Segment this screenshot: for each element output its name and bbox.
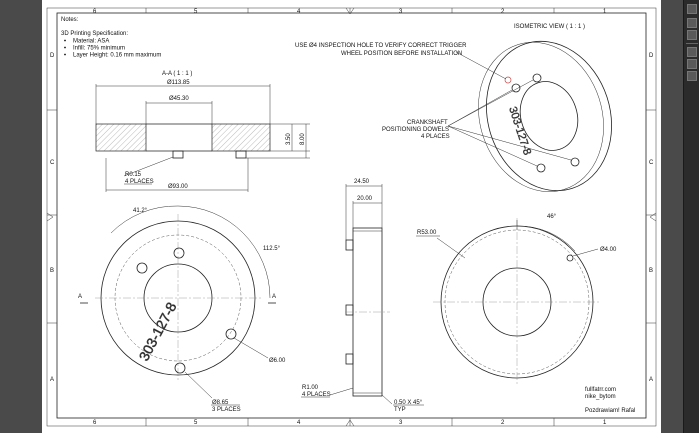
col-label: 3: [399, 9, 403, 15]
iso-title: ISOMETRIC VIEW ( 1 : 1 ): [514, 24, 585, 30]
dowel-line1: CRANKSHAFT: [407, 120, 448, 126]
dim-height-total: 8.00: [300, 133, 306, 145]
inner-border: [56, 12, 647, 419]
dowel-line2: POSITIONING DOWELS: [382, 127, 449, 133]
toolbar-button[interactable]: [687, 71, 697, 81]
fillet-label: R0.15: [125, 172, 142, 178]
dim-width-total: 24.50: [354, 179, 370, 185]
col-label: 4: [297, 420, 301, 426]
toolbar-separator: [686, 43, 698, 44]
section-title: A-A ( 1 : 1 ): [162, 71, 192, 77]
notes-block: Notes: 3D Printing Specification: Materi…: [61, 17, 161, 59]
spec-item: Infill: 75% minimum: [73, 46, 125, 52]
dim-width-body: 20.00: [357, 196, 373, 202]
notes-title: Notes:: [61, 17, 79, 23]
col-label: 1: [603, 420, 607, 426]
dowel-places: 3 PLACES: [212, 407, 241, 413]
spec-item: Material: ASA: [73, 39, 109, 45]
toolbar-button[interactable]: [687, 18, 697, 28]
col-label: 3: [399, 420, 403, 426]
right-toolbar: [683, 0, 699, 433]
toolbar-button[interactable]: [687, 4, 697, 14]
dim-pcd: Ø93.00: [168, 184, 188, 190]
side-fillet-label: R1.00: [302, 385, 319, 391]
rear-angle: 46°: [547, 214, 557, 220]
signature-line2: nike_bytom: [585, 394, 616, 400]
col-label: 5: [194, 420, 198, 426]
spec-item: Layer Height: 0.16 mm maximum: [73, 53, 161, 59]
row-label: D: [50, 53, 55, 59]
toolbar-button[interactable]: [687, 47, 697, 57]
iso-note-line2: WHEEL POSITION BEFORE INSTALLATION: [341, 51, 462, 57]
chamfer-label: 0.50 X 45°: [394, 400, 423, 406]
col-label: 1: [603, 9, 607, 15]
spec-title: 3D Printing Specification:: [61, 31, 128, 37]
col-label: 6: [93, 420, 97, 426]
center-mark-left: [46, 212, 54, 222]
side-view: 24.50 20.00 R1.00 4 PLACES 0.50 X 45° TY…: [301, 179, 424, 413]
section-mark-left: A: [78, 294, 82, 300]
iso-note-line1: USE Ø4 INSPECTION HOLE TO VERIFY CORRECT…: [295, 43, 467, 49]
toolbar-button[interactable]: [687, 30, 697, 40]
col-label: 6: [93, 9, 97, 15]
col-label: 2: [501, 9, 505, 15]
toolbar-button[interactable]: [687, 59, 697, 69]
angle-b: 112.5°: [263, 246, 281, 252]
signature-line1: fullfatrr.com: [585, 387, 616, 393]
dim-outer: Ø113.85: [167, 80, 190, 86]
outer-border: [46, 7, 657, 427]
row-label: B: [50, 268, 54, 274]
signature-line3: Pozdrawiam! Rafal: [585, 408, 635, 414]
dowel-line3: 4 PLACES: [421, 134, 450, 140]
hole-label: Ø6.00: [269, 358, 286, 364]
row-label: D: [649, 53, 654, 59]
row-label: A: [50, 377, 54, 383]
row-label: B: [649, 268, 653, 274]
angle-a: 41.2°: [133, 208, 148, 214]
dim-height-small: 3.50: [286, 133, 292, 145]
row-label: A: [649, 377, 653, 383]
drawing-sheet: 6 5 4 3 2 1 6 5 4 3 2 1 D C B A D C B A …: [42, 0, 661, 433]
row-label: C: [50, 160, 55, 166]
paper: [42, 0, 661, 433]
side-fillet-places: 4 PLACES: [302, 392, 331, 398]
section-view: A-A ( 1 : 1 ) Ø113.85 Ø45.30 3.50 8.00 R…: [95, 71, 310, 192]
dowel-label: Ø8.65: [212, 400, 229, 406]
row-label: C: [649, 160, 654, 166]
col-label: 2: [501, 420, 505, 426]
signature-block: fullfatrr.com nike_bytom Pozdrawiam! Raf…: [585, 387, 635, 414]
col-label: 4: [297, 9, 301, 15]
section-mark-right: A: [272, 294, 276, 300]
col-label: 5: [194, 9, 198, 15]
rear-hole: Ø4.00: [600, 247, 617, 253]
center-mark-right: [649, 212, 657, 222]
chamfer-note: TYP: [394, 407, 406, 413]
center-mark-top: [345, 7, 355, 15]
fillet-places: 4 PLACES: [125, 179, 154, 185]
rear-radius: R53.00: [417, 230, 437, 236]
drawing-viewport[interactable]: 6 5 4 3 2 1 6 5 4 3 2 1 D C B A D C B A …: [0, 0, 683, 433]
dim-bore: Ø45.30: [169, 96, 189, 102]
center-mark-bottom: [345, 419, 355, 427]
rear-view: 46° R53.00 Ø4.00: [416, 214, 617, 386]
